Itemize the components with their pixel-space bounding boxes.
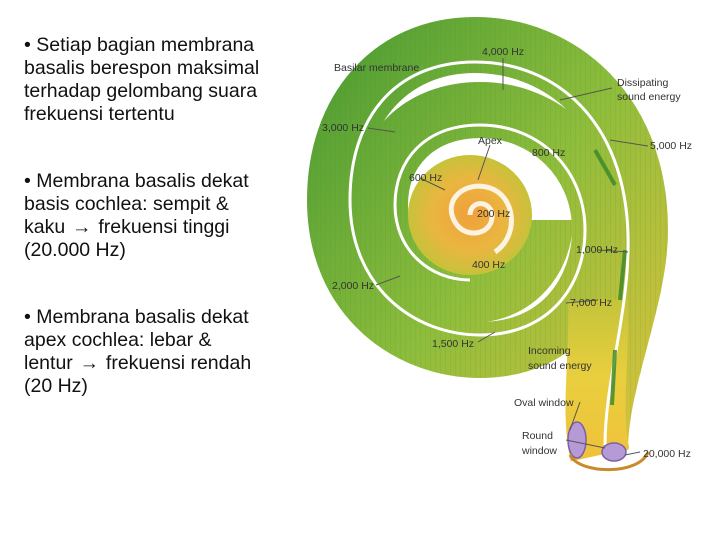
label-5000hz: 5,000 Hz xyxy=(650,140,692,152)
label-round-window: window xyxy=(521,445,557,457)
label-1000hz: 1,000 Hz xyxy=(576,244,618,256)
label-oval-window: Oval window xyxy=(514,397,574,409)
label-dissipating-energy: sound energy xyxy=(617,91,681,103)
label-4000hz: 4,000 Hz xyxy=(482,46,524,58)
bullet-line: apex cochlea: lebar & xyxy=(24,329,212,351)
cochlea-inner-spiral xyxy=(448,183,514,255)
label-2000hz: 2,000 Hz xyxy=(332,280,374,292)
bullet-line: (20.000 Hz) xyxy=(24,239,126,261)
sound-energy-arrows xyxy=(593,149,627,406)
label-1500hz: 1,500 Hz xyxy=(432,338,474,350)
right-arrow-icon: → xyxy=(72,216,92,238)
bullet-arrow-line: lentur →frekuensi rendah xyxy=(24,352,324,375)
bullet-line: terhadap gelombang suara xyxy=(24,80,258,102)
bullet-line: basis cochlea: sempit & xyxy=(24,193,229,215)
label-3000hz: 3,000 Hz xyxy=(322,122,364,134)
diagram-labels: Basilar membrane 4,000 Hz Dissipating so… xyxy=(322,46,692,460)
cochlea-outer-ribs xyxy=(306,16,669,451)
label-200hz: 200 Hz xyxy=(477,208,510,220)
bullet-line: (20 Hz) xyxy=(24,375,88,397)
arrow-after: frekuensi tinggi xyxy=(98,216,230,238)
label-pointers xyxy=(367,58,649,456)
label-round: Round xyxy=(522,430,553,442)
label-dissipating: Dissipating xyxy=(617,77,669,89)
label-600hz: 600 Hz xyxy=(409,172,442,184)
bullet-arrow-line: kaku → frekuensi tinggi xyxy=(24,216,324,239)
label-apex: Apex xyxy=(478,135,503,147)
cochlea-base-opening xyxy=(568,451,650,472)
label-incoming-energy: sound energy xyxy=(528,360,592,372)
arrow-after: frekuensi rendah xyxy=(105,352,252,374)
label-20000hz: 20,000 Hz xyxy=(643,448,691,460)
label-400hz: 400 Hz xyxy=(472,259,505,271)
label-7000hz: 7,000 Hz xyxy=(570,297,612,309)
arrow-before: lentur xyxy=(24,352,73,374)
bullet-line: • Membrana basalis dekat xyxy=(24,170,249,192)
right-arrow-icon: → xyxy=(79,352,100,374)
label-basilar-membrane: Basilar membrane xyxy=(334,62,419,74)
bullet-line: • Setiap bagian membrana xyxy=(24,34,255,56)
bullet-3: • Membrana basalis dekat apex cochlea: l… xyxy=(24,306,324,398)
bullet-list: • Setiap bagian membrana basalis berespo… xyxy=(24,34,324,442)
cochlea-base-tail xyxy=(565,299,630,462)
bullet-1: • Setiap bagian membrana basalis berespo… xyxy=(24,34,324,126)
label-incoming: Incoming xyxy=(528,345,571,357)
bullet-line: frekuensi tertentu xyxy=(24,103,175,125)
arrow-before: kaku xyxy=(24,216,66,238)
label-800hz: 800 Hz xyxy=(532,147,565,159)
bullet-2: • Membrana basalis dekat basis cochlea: … xyxy=(24,170,324,262)
bullet-line: • Membrana basalis dekat xyxy=(24,306,249,328)
bullet-line: basalis berespon maksimal xyxy=(24,57,260,79)
round-window xyxy=(601,442,627,462)
basilar-membrane-line xyxy=(348,60,630,446)
